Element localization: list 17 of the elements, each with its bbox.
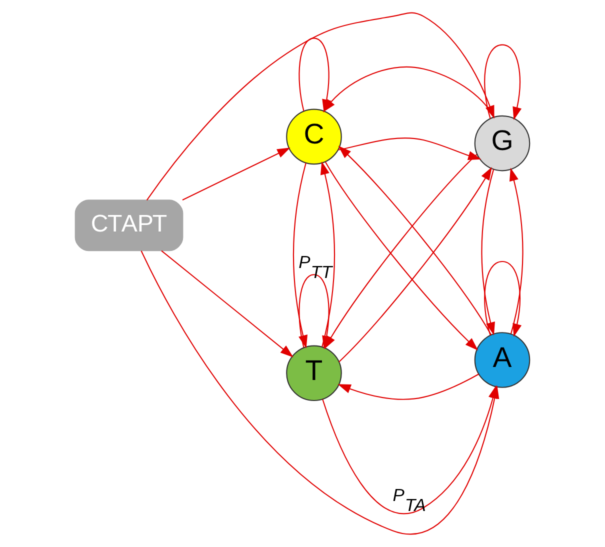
arrow [338, 166, 492, 362]
node-circle: G [474, 115, 530, 172]
arrow [161, 250, 294, 358]
arrow [320, 161, 336, 347]
arrow [338, 138, 482, 160]
node-circle: A [474, 332, 530, 388]
node-box: СТАРТ [74, 200, 184, 252]
arrow [338, 374, 479, 400]
arrow [322, 385, 498, 514]
arrow [509, 168, 524, 334]
node-circle: C [286, 108, 342, 165]
node-circle: T [286, 345, 342, 402]
arrow [484, 260, 522, 337]
arrow [338, 146, 492, 336]
arrow [292, 162, 308, 348]
arrow [182, 148, 290, 200]
arrow [481, 169, 495, 336]
